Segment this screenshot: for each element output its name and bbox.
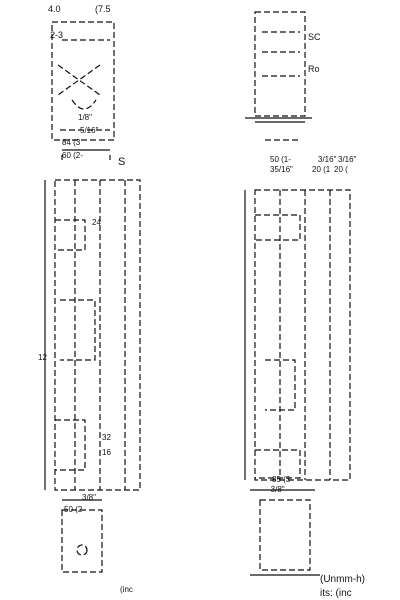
- dim-label: -3/8": [268, 485, 285, 494]
- dim-label: (7.5: [95, 4, 111, 14]
- view-middle-right: [244, 189, 351, 481]
- dim-label: 32: [102, 433, 111, 442]
- units-note: (inc: [120, 585, 133, 594]
- dim-label: 5/16": [80, 126, 99, 135]
- dim-label: 35/16": [270, 165, 293, 174]
- dim-label: 85 (3: [272, 475, 291, 484]
- dim-label: 3/8": [82, 493, 96, 502]
- dim-label: 4.0: [48, 4, 61, 14]
- view-top-left: [51, 21, 115, 160]
- dim-label: 60 (2-: [62, 151, 83, 160]
- dim-label: 16: [102, 448, 111, 457]
- dim-label: 84 (3: [62, 138, 81, 147]
- dim-label: 3/16": [338, 155, 357, 164]
- units-note: (Unmm-h): [320, 574, 365, 585]
- dim-label: 50 (1-: [270, 155, 291, 164]
- dim-label: 2-3: [50, 30, 63, 40]
- dim-label: 20 (1: [312, 165, 331, 174]
- view-middle-left: [44, 179, 141, 491]
- view-letter: SC: [308, 32, 321, 42]
- view-top-right: [245, 11, 312, 141]
- dim-label: 3/16": [318, 155, 337, 164]
- dim-label: 24: [92, 218, 101, 227]
- view-letter: S: [118, 156, 125, 168]
- view-letter: Ro: [308, 64, 320, 74]
- dim-label: 20 (: [334, 165, 348, 174]
- dim-label: 50 (2: [64, 505, 83, 514]
- units-note: its: (inc: [320, 588, 352, 599]
- dim-label: 12: [38, 353, 47, 362]
- dim-label: 1/8": [78, 113, 92, 122]
- view-bottom-left: [61, 499, 103, 573]
- view-bottom-right: [250, 489, 320, 576]
